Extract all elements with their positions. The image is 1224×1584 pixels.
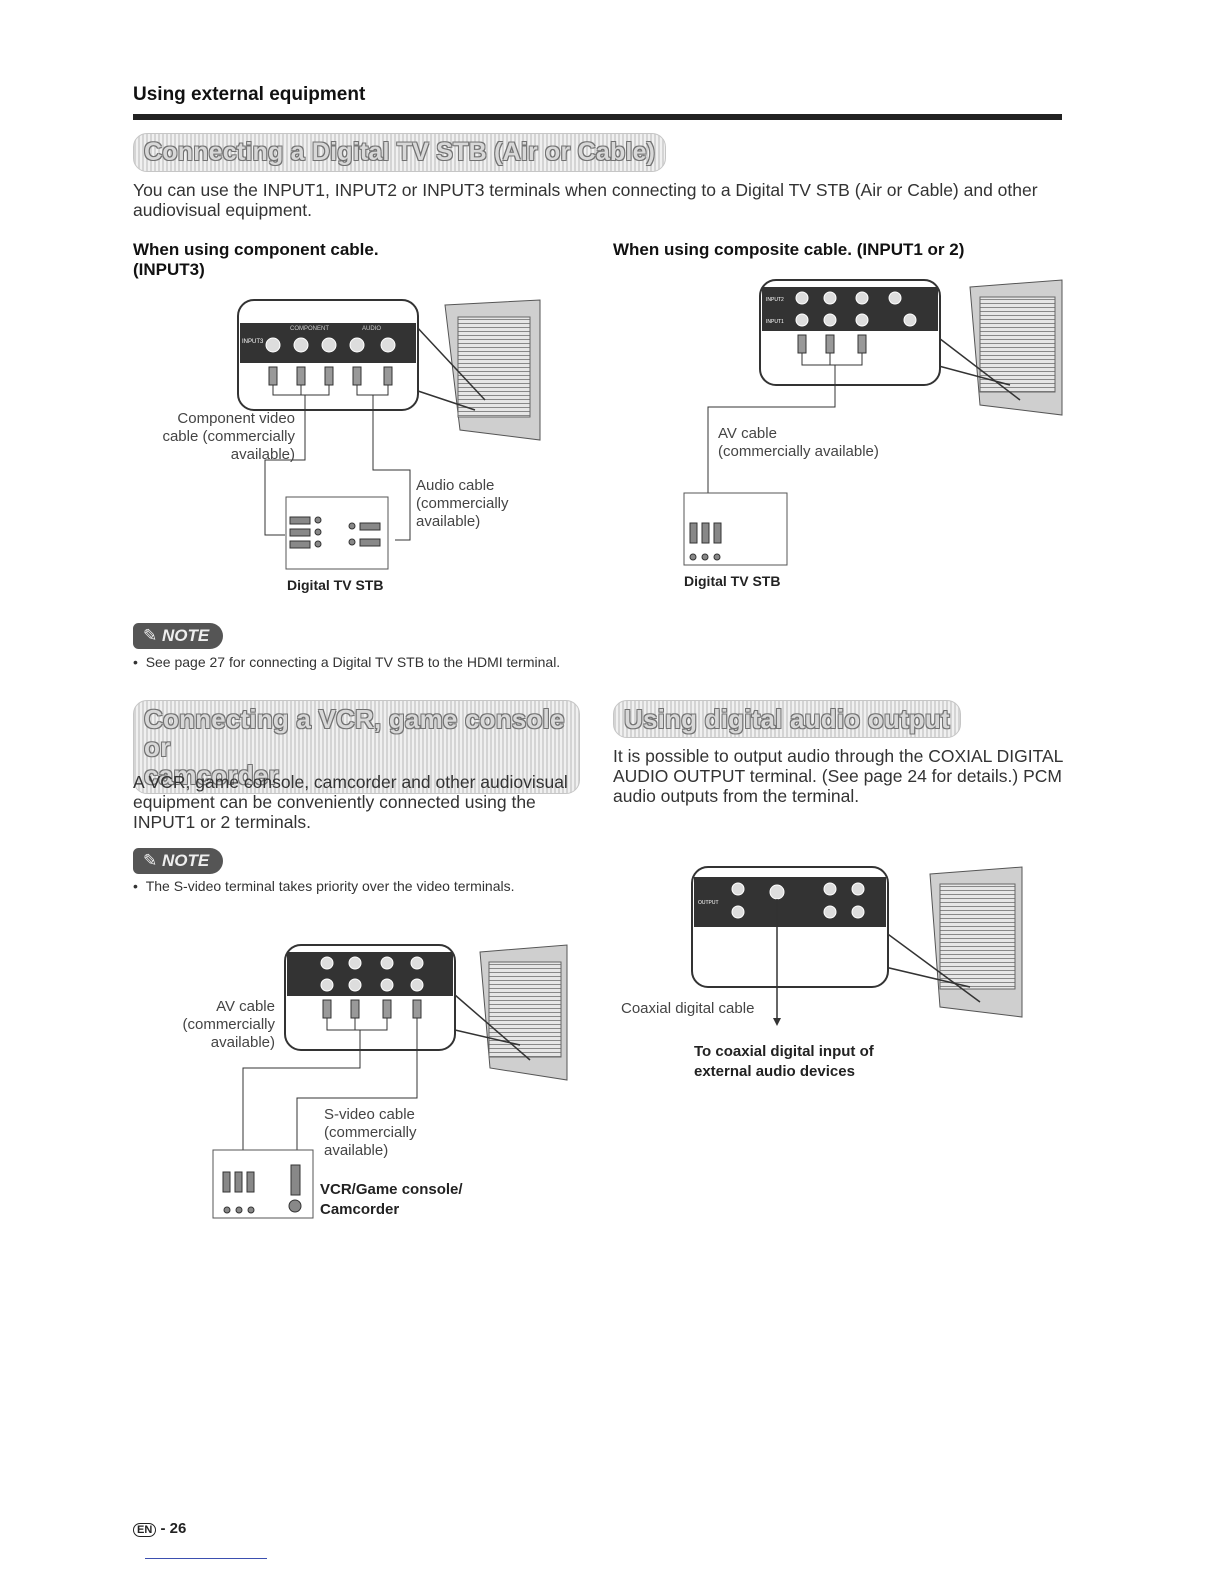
component-jacks [265, 337, 396, 353]
vcr-device-label: VCR/Game console/ Camcorder [320, 1181, 463, 1218]
section-audio-intro: It is possible to output audio through t… [613, 746, 1063, 806]
arrow-down-icon [773, 1018, 781, 1026]
tv-side-illustration [444, 299, 541, 441]
section-vcr-title: Connecting a VCR, game console or camcor… [133, 700, 580, 794]
section-stb-intro: You can use the INPUT1, INPUT2 or INPUT3… [133, 180, 1038, 220]
section-vcr-title-wrap: Connecting a VCR, game console or camcor… [133, 700, 580, 794]
component-video-cable-label: Component video cable (commercially avai… [162, 410, 295, 463]
stb-note-badge: ✎ NOTE [133, 623, 224, 649]
svg-text:AUDIO: AUDIO [362, 326, 381, 332]
vcr-note: • The S-video terminal takes priority ov… [133, 878, 515, 894]
audio-destination-label: To coaxial digital input of external aud… [694, 1043, 874, 1080]
section-vcr-intro: A VCR, game console, camcorder and other… [133, 772, 568, 832]
section-stb-title: Connecting a Digital TV STB (Air or Cabl… [133, 133, 667, 172]
composite-diagram: INPUT2 INPUT1 [683, 279, 1063, 566]
component-heading-line2: (INPUT3) [133, 260, 205, 279]
svg-text:INPUT1: INPUT1 [766, 319, 784, 325]
vcr-diagram [212, 944, 568, 1219]
tv-side-illustration-3 [479, 944, 568, 1081]
page-footer: EN - 26 [133, 1520, 186, 1537]
vcr-note-badge: ✎ NOTE [133, 848, 224, 874]
component-device-label: Digital TV STB [287, 577, 384, 593]
coaxial-cable-label: Coaxial digital cable [621, 1000, 755, 1017]
composite-stb-plugs [689, 522, 722, 561]
composite-jacks [795, 291, 917, 327]
component-audio-cable-label: Audio cable (commercially available) [416, 477, 509, 530]
component-heading-line1: When using component cable. [133, 240, 379, 259]
vcr-device-plugs [222, 1164, 302, 1214]
svg-text:INPUT2: INPUT2 [766, 297, 784, 303]
vcr-av-cable-label: AV cable (commercially available) [182, 998, 275, 1051]
svg-text:INPUT3: INPUT3 [242, 339, 264, 345]
vcr-jacks [320, 956, 424, 992]
bullet-icon-2: • [133, 878, 146, 894]
stb-note-badge-wrap: ✎ NOTE [133, 623, 224, 649]
stb-plugs [289, 516, 381, 549]
section-audio-title-wrap: Using digital audio output [613, 700, 961, 738]
page-number: - 26 [160, 1520, 187, 1537]
header-rule [133, 114, 1062, 120]
composite-stb-box [683, 492, 788, 566]
bullet-icon: • [133, 654, 146, 670]
vcr-note-badge-wrap: ✎ NOTE [133, 848, 224, 874]
audio-diagram: OUTPUT [691, 866, 1023, 1026]
tv-side-illustration-4 [929, 866, 1023, 1018]
svg-text:OUTPUT: OUTPUT [698, 900, 719, 906]
composite-cable-label: AV cable (commercially available) [718, 425, 879, 460]
composite-heading: When using composite cable. (INPUT1 or 2… [613, 240, 965, 259]
audio-jacks [731, 882, 865, 919]
composite-device-label: Digital TV STB [684, 573, 781, 589]
vcr-svideo-cable-label: S-video cable (commercially available) [324, 1106, 417, 1159]
note-icon: ✎ [143, 626, 162, 645]
stb-note: • See page 27 for connecting a Digital T… [133, 654, 561, 670]
component-diagram: INPUT3 COMPONENT AUDIO [237, 299, 541, 570]
svg-text:COMPONENT: COMPONENT [290, 326, 329, 332]
section-stb-title-wrap: Connecting a Digital TV STB (Air or Cabl… [133, 133, 667, 172]
tv-side-illustration-2 [969, 279, 1063, 416]
footer-link-underline [145, 1558, 267, 1559]
component-heading: When using component cable. (INPUT3) [133, 240, 379, 280]
note-icon-2: ✎ [143, 851, 162, 870]
page-header: Using external equipment [133, 84, 366, 105]
vcr-terminal-panel [287, 952, 453, 996]
composite-plugs [797, 334, 867, 354]
language-badge: EN [133, 1523, 157, 1537]
section-audio-title: Using digital audio output [613, 700, 961, 738]
